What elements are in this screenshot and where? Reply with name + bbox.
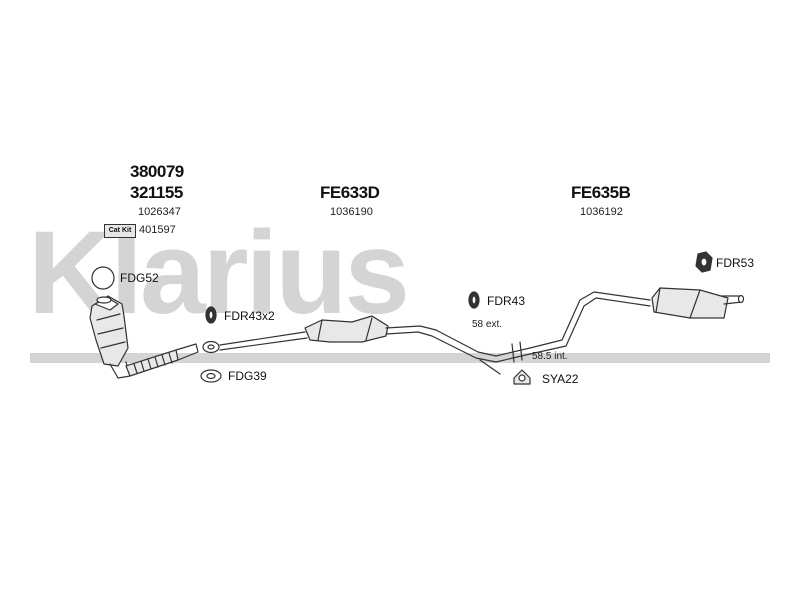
flexi-pipe-icon [125, 343, 199, 377]
label-fdg52: FDG52 [120, 271, 159, 285]
catalytic-converter-icon [89, 295, 131, 379]
rear-pipe [529, 291, 651, 355]
fdr43x2-mount-icon [205, 306, 217, 324]
cat-ref: 1026347 [138, 206, 181, 218]
cat-code-1: 380079 [130, 162, 184, 181]
fdr43-mount-icon [468, 291, 480, 309]
front-pipe [219, 331, 308, 351]
cat-kit-badge: Cat Kit [104, 224, 136, 238]
middle-silencer-icon [304, 315, 497, 363]
middle-code: FE633D [320, 183, 380, 202]
cat-kit-ref: 401597 [139, 224, 176, 236]
fdg39-gasket-icon [200, 369, 222, 383]
rear-ref: 1036192 [580, 206, 623, 218]
rear-code: FE635B [571, 183, 631, 202]
rear-silencer-icon [651, 287, 745, 319]
fdr53-mount-icon [695, 251, 713, 273]
note-int: 58.5 int. [532, 351, 568, 362]
sya22-clamp-icon [513, 369, 531, 385]
watermark-underline [30, 353, 770, 363]
label-fdr43: FDR43 [487, 294, 526, 308]
label-sya22: SYA22 [542, 372, 579, 386]
flange-gasket-icon [202, 340, 220, 354]
label-fdg39: FDG39 [228, 369, 267, 383]
label-fdr53: FDR53 [716, 256, 755, 270]
cat-code-2: 321155 [130, 183, 183, 202]
middle-ref: 1036190 [330, 206, 373, 218]
fdg52-gasket-icon [91, 266, 115, 290]
note-ext: 58 ext. [472, 319, 503, 330]
pipe-joint-icon [479, 341, 531, 375]
label-fdr43x2: FDR43x2 [224, 309, 275, 323]
